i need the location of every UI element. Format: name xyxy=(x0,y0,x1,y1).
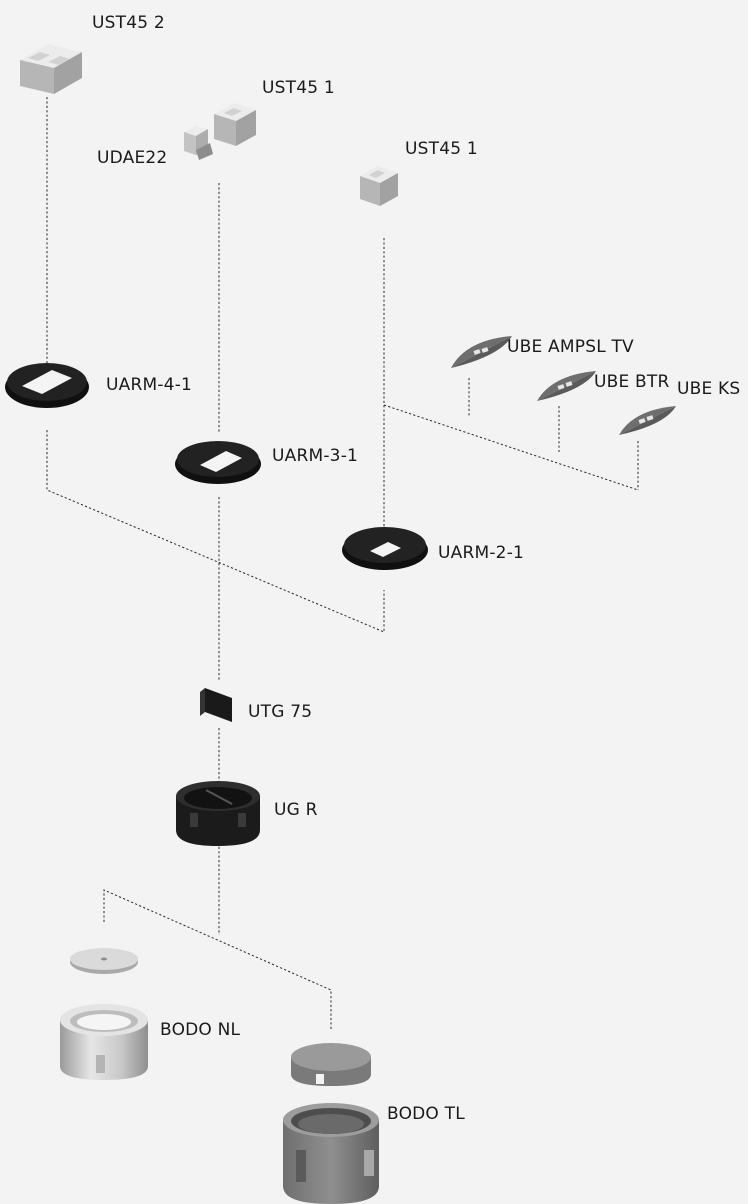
bodo-nl-cup-icon xyxy=(60,1004,148,1080)
connector-ube-branch xyxy=(383,404,639,491)
label-ust45-1-b: UST45 1 xyxy=(405,139,478,159)
bodo-tl-lid-icon xyxy=(291,1043,371,1086)
label-ube-ks: UBE KS xyxy=(677,379,741,399)
ube-ks-plate-icon xyxy=(619,406,676,435)
bodo-tl-cup-icon xyxy=(283,1103,379,1204)
ube-btr-plate-icon xyxy=(537,371,596,401)
uarm-4-1-ring-icon xyxy=(5,363,89,408)
ust45-1-module-icon-b xyxy=(360,166,398,206)
label-ube-ampsl-tv: UBE AMPSL TV xyxy=(507,337,634,357)
uarm-2-1-ring-icon xyxy=(342,527,428,570)
connector-bodo-branch xyxy=(103,889,332,1030)
ust45-2-module-icon xyxy=(20,44,82,94)
ube-ampsl-tv-plate-icon xyxy=(451,336,512,368)
label-ust45-2: UST45 2 xyxy=(92,13,165,33)
uarm-3-1-ring-icon xyxy=(175,441,261,484)
udae22-module-icon xyxy=(184,126,213,160)
label-uarm-3-1: UARM-3-1 xyxy=(272,446,359,466)
ust45-1-module-icon-a xyxy=(214,103,256,146)
connector-uarm-4-1-down xyxy=(46,430,385,633)
utg-75-plate-icon xyxy=(200,688,232,722)
label-bodo-nl: BODO NL xyxy=(160,1020,241,1040)
label-uarm-4-1: UARM-4-1 xyxy=(106,375,193,395)
label-utg-75: UTG 75 xyxy=(248,702,313,722)
bodo-nl-lid-icon xyxy=(70,948,138,974)
connector-lines xyxy=(46,97,639,1030)
label-uarm-2-1: UARM-2-1 xyxy=(438,543,525,563)
ug-r-cup-icon xyxy=(176,781,260,846)
label-udae22: UDAE22 xyxy=(97,148,168,168)
label-bodo-tl: BODO TL xyxy=(387,1104,465,1124)
label-ug-r: UG R xyxy=(274,800,318,820)
label-ube-btr: UBE BTR xyxy=(594,372,670,392)
label-ust45-1-a: UST45 1 xyxy=(262,78,335,98)
